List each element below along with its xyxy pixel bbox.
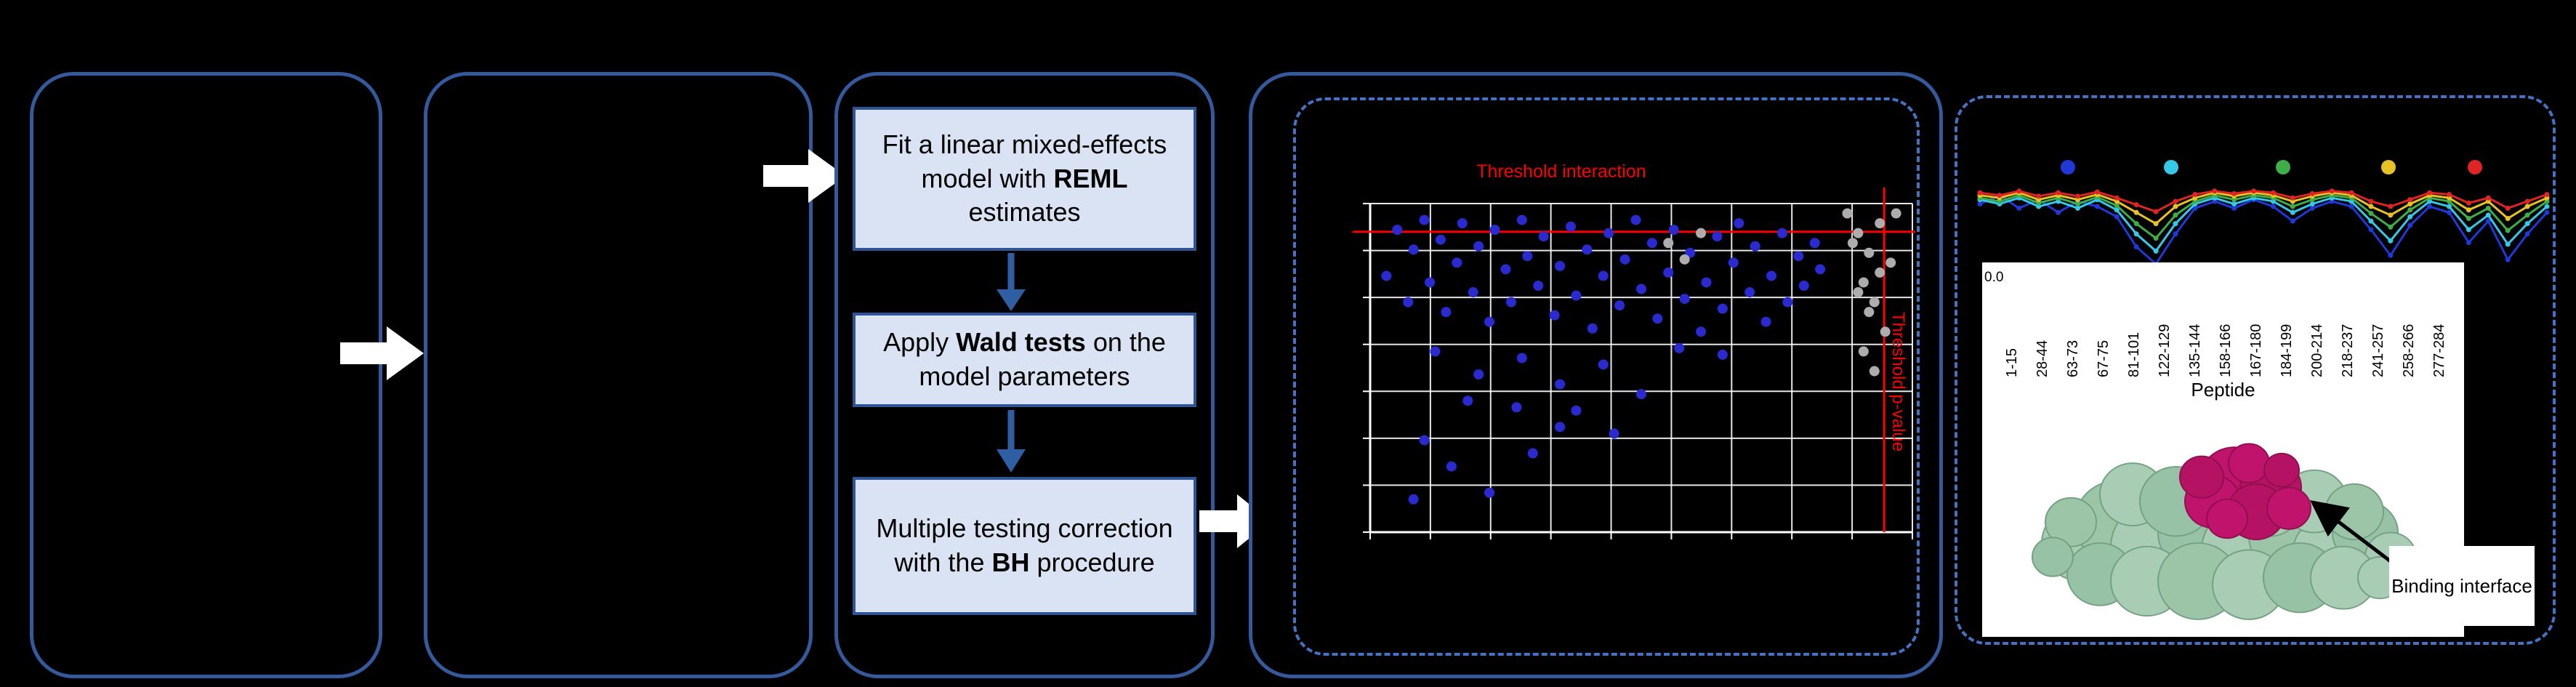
legend-dot-icon bbox=[2061, 160, 2075, 174]
panel-peptide-output: 0.0 1-15 28-44 63-73 67-75 81-101 122-129 135-… bbox=[1955, 95, 2556, 645]
down-arrow-icon bbox=[997, 410, 1026, 473]
peptide-tick-label: 63-73 bbox=[2065, 340, 2081, 377]
peptide-tick-label: 28-44 bbox=[2034, 340, 2050, 377]
binding-interface-region bbox=[2179, 443, 2311, 541]
y-axis-tick-zero: 0.0 bbox=[1984, 270, 2004, 285]
legend-dot-icon bbox=[2164, 160, 2178, 174]
peptide-tick-label: 218-237 bbox=[2340, 324, 2356, 377]
deuterium-uptake-line-chart bbox=[1977, 160, 2550, 267]
peptide-tick-labels: 1-15 28-44 63-73 67-75 81-101 122-129 135-144 1… bbox=[1997, 268, 2455, 377]
dashed-output-frame: Threshold interaction Threshold p-value bbox=[1293, 97, 1920, 656]
panel-statistical-workflow: Fit a linear mixed-effects model with RE… bbox=[834, 72, 1215, 678]
volcano-scatter-plot bbox=[1353, 188, 1915, 539]
legend-dot-icon bbox=[2468, 160, 2482, 174]
peptide-tick-label: 1-15 bbox=[2004, 347, 2020, 377]
flow-arrow-right-icon bbox=[763, 149, 845, 203]
flow-step-reml: Fit a linear mixed-effects model with RE… bbox=[853, 107, 1196, 251]
peptide-tick-label: 135-144 bbox=[2187, 324, 2203, 377]
panel-scatter-output: Threshold interaction Threshold p-value bbox=[1249, 72, 1943, 678]
down-arrow-icon bbox=[997, 253, 1026, 311]
threshold-pvalue-label: Threshold p-value bbox=[1888, 312, 1908, 452]
legend-dot-icon bbox=[2381, 160, 2396, 174]
peptide-tick-label: 158-166 bbox=[2218, 324, 2234, 377]
flow-step-text: Fit a linear mixed-effects model with RE… bbox=[882, 129, 1167, 228]
binding-interface-label: Binding interface bbox=[2389, 546, 2535, 626]
panel-input bbox=[30, 72, 382, 678]
peptide-tick-label: 122-129 bbox=[2157, 324, 2173, 377]
peptide-tick-label: 167-180 bbox=[2248, 324, 2264, 377]
legend-dot-icon bbox=[2276, 160, 2290, 174]
peptide-tick-label: 277-284 bbox=[2431, 324, 2447, 377]
peptide-tick-label: 67-75 bbox=[2096, 340, 2112, 377]
peptide-axis-and-structure: 0.0 1-15 28-44 63-73 67-75 81-101 122-129 135-… bbox=[1982, 262, 2535, 637]
peptide-tick-label: 200-214 bbox=[2309, 324, 2325, 377]
flow-step-wald: Apply Wald tests on the model parameters bbox=[853, 313, 1196, 407]
peptide-tick-label: 258-266 bbox=[2401, 324, 2417, 377]
peptide-axis-label: Peptide bbox=[2191, 379, 2255, 401]
peptide-tick-label: 184-199 bbox=[2279, 324, 2295, 377]
panel-csv-file: X CSV bbox=[424, 72, 1180, 678]
flow-step-bh: Multiple testing correction with the BH … bbox=[853, 477, 1196, 615]
peptide-tick-label: 241-257 bbox=[2370, 324, 2386, 377]
flow-step-text: Multiple testing correction with the BH … bbox=[876, 513, 1173, 577]
threshold-interaction-label: Threshold interaction bbox=[1476, 161, 1646, 182]
peptide-tick-label: 81-101 bbox=[2126, 332, 2142, 377]
flow-step-text: Apply Wald tests on the model parameters bbox=[883, 327, 1166, 391]
flow-arrow-right-icon bbox=[340, 326, 424, 380]
